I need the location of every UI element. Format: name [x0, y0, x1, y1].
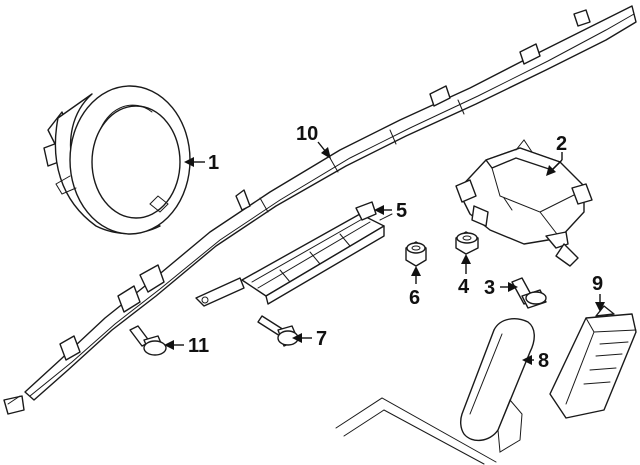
nut-6-drawing: [405, 241, 427, 267]
leader-lines: [164, 141, 605, 365]
callout-labels: 1 2 3 4 5 6 7 8 9 10 11: [188, 123, 603, 372]
curtain-airbag-drawing: [3, 5, 637, 415]
bolt-3-drawing: [511, 277, 547, 309]
seat-airbag-drawing: [335, 318, 535, 465]
callout-2: 2: [556, 133, 567, 155]
callout-1: 1: [208, 152, 219, 174]
control-module-drawing: [549, 305, 637, 419]
bolt-11-drawing: [129, 325, 167, 356]
bolt-7-drawing: [257, 315, 299, 347]
callout-11: 11: [188, 335, 209, 357]
callout-6: 6: [409, 287, 420, 309]
steering-wheel-airbag-drawing: [43, 85, 191, 235]
callout-7: 7: [316, 328, 327, 350]
callout-3: 3: [484, 277, 495, 299]
callout-10: 10: [296, 123, 318, 145]
callout-8: 8: [538, 350, 549, 372]
callout-5: 5: [396, 200, 407, 222]
nut-4-drawing: [455, 231, 479, 255]
knee-airbag-drawing: [195, 201, 393, 307]
callout-4: 4: [458, 276, 470, 298]
callout-9: 9: [592, 273, 603, 295]
